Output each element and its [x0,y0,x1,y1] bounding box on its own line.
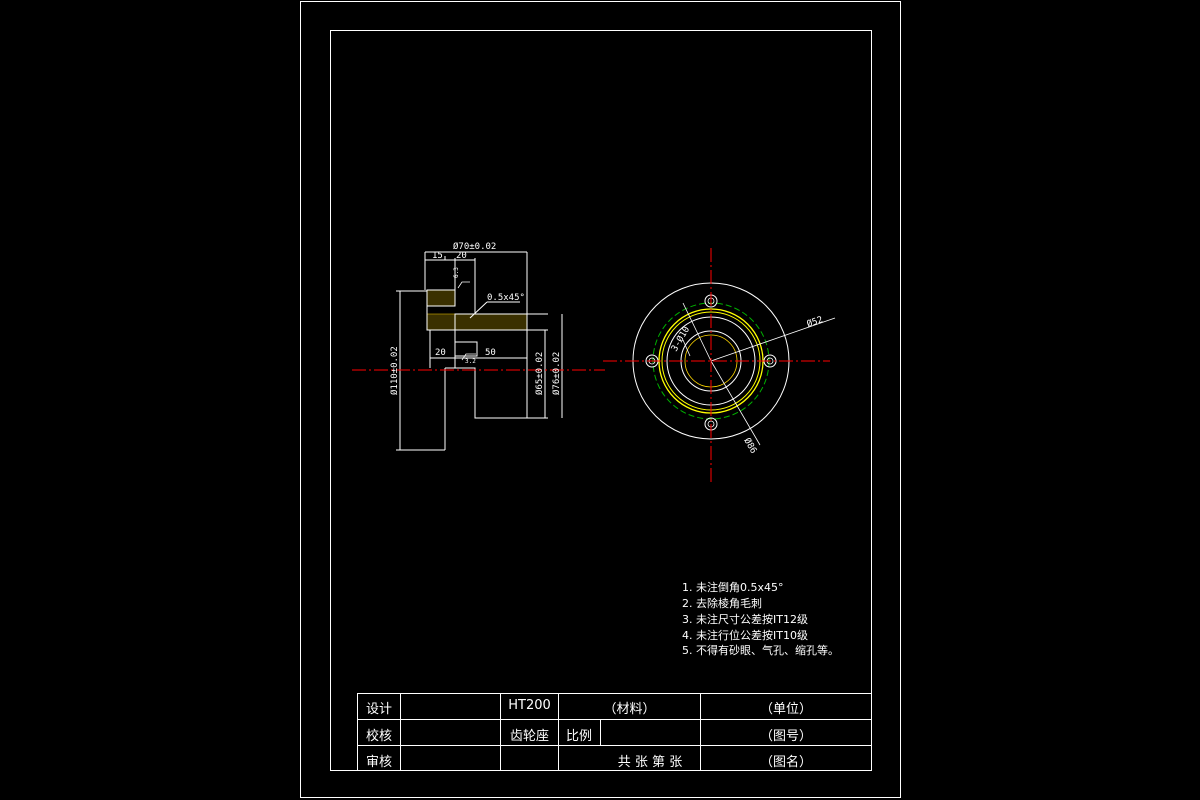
end-view-centerlines [603,248,830,482]
dim-chamfer: 0.5x45° [487,293,525,303]
section-view [396,251,563,451]
outer-frame [300,1,901,798]
tb-material-label: （材料） [603,702,656,717]
tb-design-label: 设计 [366,702,393,717]
roughness-1: 6.3 [453,267,460,278]
tb-sheets: 共 张 第 张 [617,755,683,770]
inner-frame [330,30,872,771]
title-block-grid [357,693,872,771]
dim-d70: Ø70±0.02 [453,241,496,252]
end-view [632,282,836,446]
note-1: 1. 未注倒角0.5x45° [682,581,784,594]
tb-review-label: 审核 [366,755,393,770]
tb-check-label: 校核 [366,729,393,744]
note-4: 4. 未注行位公差按IT10级 [682,629,808,642]
note-5: 5. 不得有砂眼、气孔、缩孔等。 [682,644,839,657]
tb-drawing-name: （图名） [759,755,812,770]
dim-len15: 15 [432,251,443,261]
roughness-2: 3.2 [465,358,476,365]
dim-len20-top: 20 [456,251,467,261]
dim-len50: 50 [485,348,496,358]
dim-d52: Ø52 [805,314,824,330]
tb-unit: （单位） [759,702,812,717]
dim-d110: Ø110±0.02 [389,346,400,395]
tb-drawing-no: （图号） [759,729,812,744]
tb-part-name: 齿轮座 [509,729,549,744]
tb-material-value: HT200 [508,698,551,713]
dim-d76: Ø76±0.02 [551,352,562,395]
note-3: 3. 未注尺寸公差按IT12级 [682,613,808,626]
tb-scale-label: 比例 [566,729,593,744]
dim-d65: Ø65±0.02 [534,352,545,395]
note-2: 2. 去除棱角毛刺 [682,597,762,610]
dim-len20-bottom: 20 [435,348,446,358]
